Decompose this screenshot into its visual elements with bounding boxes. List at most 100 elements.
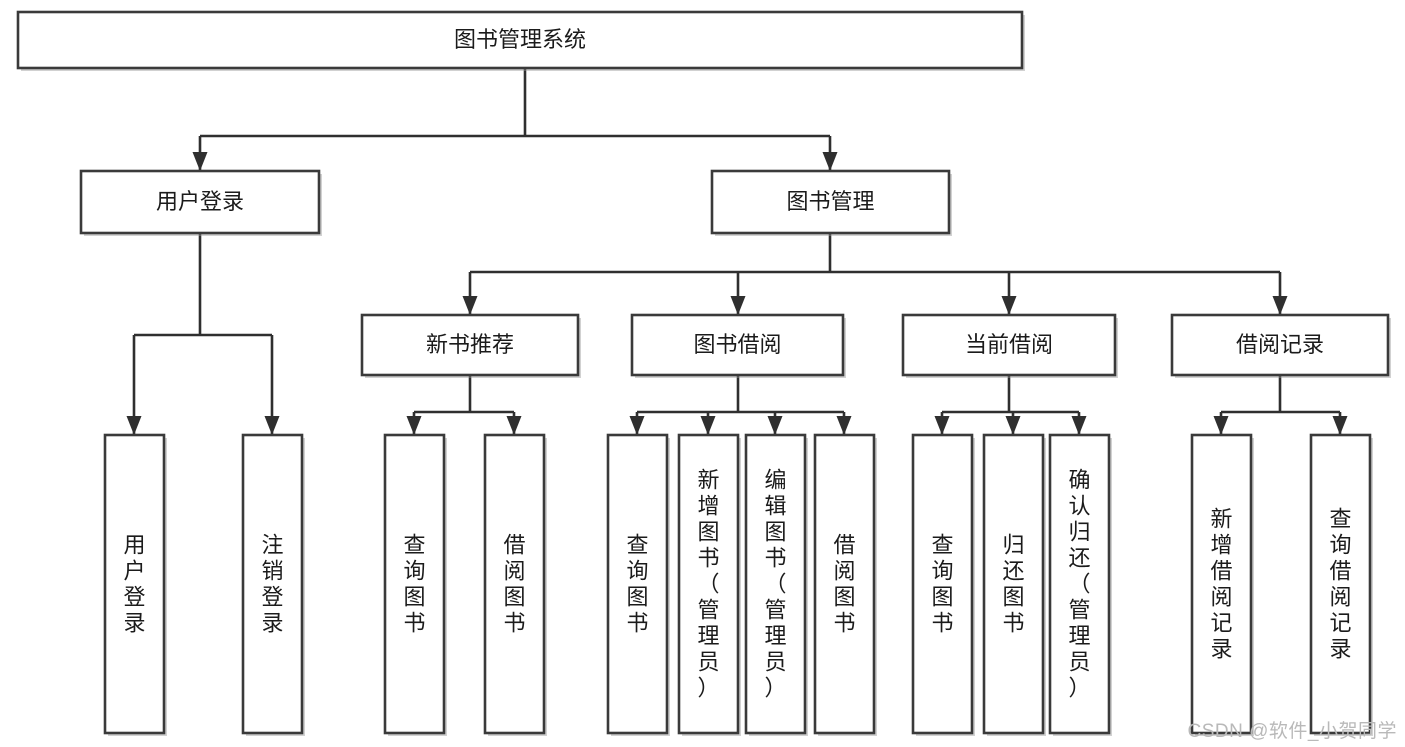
arrow-head-icon (1213, 416, 1229, 435)
node-label-char: 销 (261, 558, 283, 583)
node-label-char: 借 (1329, 558, 1351, 583)
node-rect[interactable] (483, 433, 546, 735)
node-rect[interactable] (813, 433, 876, 735)
node-label: 图书借阅 (693, 332, 781, 357)
node-rect[interactable] (630, 313, 845, 377)
csdn-watermark: CSDN @软件_小贺同学 (1187, 721, 1397, 742)
node-user-login[interactable]: 用户登录 (79, 169, 322, 236)
node-label-char: 录 (1329, 636, 1351, 661)
node-book-borrow[interactable]: 图书借阅 (630, 313, 846, 378)
node-label-char: ） (1068, 675, 1090, 700)
node-rect[interactable] (677, 433, 740, 735)
node-label-char: 归 (1068, 519, 1090, 544)
node-label: 新书推荐 (426, 332, 514, 357)
node-label-char: 录 (123, 610, 145, 635)
arrow-head-icon (462, 296, 478, 315)
node-label-char: 图 (764, 519, 786, 544)
node-label-char: 登 (123, 584, 145, 609)
node-label-char: 记 (1210, 610, 1232, 635)
node-label-char: 归 (1002, 532, 1024, 557)
node-rect[interactable] (744, 433, 807, 735)
arrow-head-icon (506, 416, 522, 435)
arrow-head-icon (629, 416, 645, 435)
node-label-char: 确 (1068, 467, 1090, 492)
node-label-char: 还 (1002, 558, 1024, 583)
node-rect[interactable] (16, 10, 1024, 70)
node-rect[interactable] (982, 433, 1045, 735)
node-rect[interactable] (710, 169, 951, 235)
node-label-char: 询 (626, 558, 648, 583)
node-label-char: 阅 (833, 558, 855, 583)
node-label-char: 询 (403, 558, 425, 583)
node-label-char: 图 (931, 584, 953, 609)
arrow-head-icon (730, 296, 746, 315)
node-borrow-record[interactable]: 借阅记录 (1170, 313, 1391, 378)
node-label-char: 书 (626, 610, 648, 635)
node-label-char: 书 (1002, 610, 1024, 635)
node-label-char: 查 (403, 532, 425, 557)
node-label-char: 录 (261, 610, 283, 635)
node-label-char: 还 (1068, 545, 1090, 570)
node-label-char: 员 (1068, 649, 1090, 674)
node-layer: 图书管理系统用户登录图书管理新书推荐图书借阅当前借阅借阅记录用户登录注销登录查询… (16, 10, 1391, 736)
node-label-char: 阅 (503, 558, 525, 583)
node-rect[interactable] (901, 313, 1117, 377)
node-label-char: ） (697, 675, 719, 700)
node-label-char: 借 (833, 532, 855, 557)
node-rect[interactable] (911, 433, 974, 735)
node-rect[interactable] (360, 313, 580, 377)
arrow-head-icon (767, 416, 783, 435)
arrow-head-icon (126, 416, 142, 435)
node-label-char: 查 (931, 532, 953, 557)
arrow-head-icon (192, 152, 208, 171)
node-label-char: 编 (764, 467, 786, 492)
node-label-char: 记 (1329, 610, 1351, 635)
node-label-char: 书 (403, 610, 425, 635)
node-rect[interactable] (1048, 433, 1111, 735)
node-book-manage[interactable]: 图书管理 (710, 169, 952, 236)
node-label-char: 借 (503, 532, 525, 557)
node-rect[interactable] (1190, 433, 1253, 735)
node-label-char: 增 (697, 493, 719, 518)
node-rect[interactable] (383, 433, 446, 735)
node-label-char: 新 (697, 467, 719, 492)
arrow-head-icon (1071, 416, 1087, 435)
arrow-head-icon (822, 152, 838, 171)
node-root[interactable]: 图书管理系统 (16, 10, 1025, 71)
node-label-char: 图 (833, 584, 855, 609)
node-label-char: 书 (697, 545, 719, 570)
node-new-book-recommend[interactable]: 新书推荐 (360, 313, 581, 378)
node-rect[interactable] (1170, 313, 1390, 377)
node-current-borrow[interactable]: 当前借阅 (901, 313, 1118, 378)
node-rect[interactable] (103, 433, 166, 735)
node-label-char: 管 (764, 597, 786, 622)
node-label-char: 书 (833, 610, 855, 635)
node-rect[interactable] (241, 433, 304, 735)
node-label-char: （ (1068, 571, 1090, 596)
node-leaf-user-login[interactable]: 用户登录 (103, 433, 167, 736)
node-label-char: 增 (1210, 532, 1232, 557)
node-label: 图书管理系统 (454, 27, 586, 52)
node-label-char: 借 (1210, 558, 1232, 583)
node-label-char: 阅 (1210, 584, 1232, 609)
node-label-char: （ (764, 571, 786, 596)
node-label-char: （ (697, 571, 719, 596)
node-label: 图书管理 (786, 189, 874, 214)
node-rect[interactable] (79, 169, 321, 235)
node-label-char: 理 (697, 623, 719, 648)
node-rect[interactable] (1309, 433, 1372, 735)
node-rect[interactable] (606, 433, 669, 735)
